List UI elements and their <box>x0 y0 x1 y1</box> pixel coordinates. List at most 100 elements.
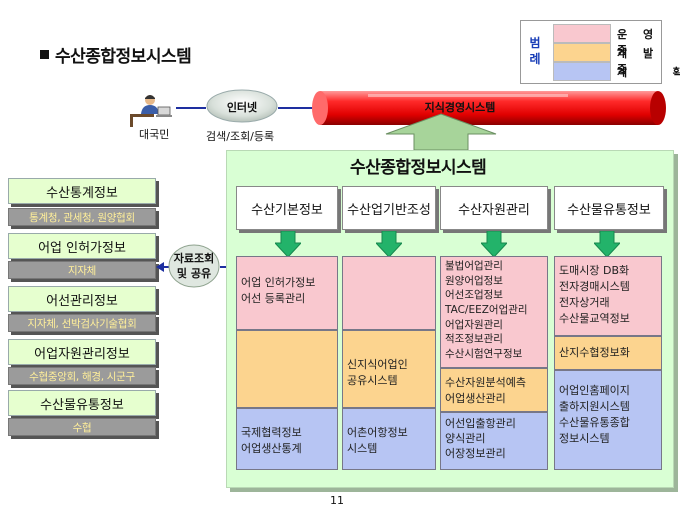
exchange-line-1: 자료조회 <box>173 252 215 265</box>
system-item: 전자경매시스템 <box>559 279 630 293</box>
column-header-text: 수산자원관리 <box>458 202 530 218</box>
connector-line <box>278 107 314 109</box>
left-system-org: 지자체, 선박검사기술협회 <box>8 314 156 332</box>
connector-line <box>158 266 170 268</box>
system-item: 수산물유통종합 <box>559 415 630 429</box>
left-system-stats: 수산통계정보 <box>8 178 156 204</box>
system-item: 산지수협정보화 <box>559 346 630 359</box>
left-system-org-text: 수협중앙회, 해경, 시군구 <box>29 370 135 383</box>
cell-developing: 산지수협정보화 <box>554 336 662 370</box>
cell-developing: 신지식어업인 공유시스템 <box>342 330 436 408</box>
left-system-vessel: 어선관리정보 <box>8 286 156 312</box>
cell-operating: 도매시장 DB화 전자경매시스템 전자상거래 수산물교역정보 <box>554 256 662 336</box>
legend-header-char-2: 례 <box>529 52 541 66</box>
system-item: 어업인홈페이지 <box>559 384 630 397</box>
left-system-org: 수협중앙회, 해경, 시군구 <box>8 367 156 385</box>
cell-operating: 어업 인허가정보 어선 등록관리 <box>236 256 338 330</box>
system-item: 도매시장 DB화 <box>559 264 630 277</box>
cell-planned: 어선입출항관리 양식관리 어장정보관리 <box>440 412 548 470</box>
system-item: 수산자원분석예측 <box>445 376 526 389</box>
bullet-square-icon <box>40 50 49 59</box>
left-system-org-text: 수협 <box>72 421 92 434</box>
cell-developing: 수산자원분석예측 어업생산관리 <box>440 368 548 412</box>
legend-swatch-developing <box>553 43 611 62</box>
left-system-org-text: 지자체 <box>67 264 97 277</box>
legend-swatch-operating <box>553 24 611 43</box>
exchange-line-2: 및 공유 <box>176 266 212 280</box>
citizen-label: 대국민 <box>139 128 170 141</box>
system-item: 어업생산통계 <box>241 441 302 455</box>
internet-label: 인터넷 <box>226 101 258 114</box>
arrow-left-icon <box>156 262 164 272</box>
system-item: 어업생산관리 <box>445 391 506 405</box>
system-item: 적조정보관리 <box>445 333 503 346</box>
down-arrow-icon <box>376 231 402 257</box>
internet-caption: 검색/조회/등록 <box>206 130 275 143</box>
column-header-resource: 수산자원관리 <box>440 186 548 230</box>
user-at-computer-icon <box>130 95 172 127</box>
column-header-basic: 수산기본정보 <box>236 186 338 230</box>
legend-label-planned: 계 획 <box>617 66 680 79</box>
exchange-label: 자료조회 및 공유 <box>168 252 220 282</box>
column-header-text: 수산업기반조성 <box>347 202 431 218</box>
system-item: 전자상거래 <box>559 295 610 309</box>
legend-label-operating: 운 영 중 <box>617 28 660 57</box>
system-item: 정보시스템 <box>559 431 610 445</box>
legend-header: 범 례 <box>525 25 545 79</box>
connector-line <box>176 107 206 109</box>
legend-header-char-1: 범 <box>529 36 541 51</box>
system-item: 신지식어업인 <box>347 358 408 371</box>
system-item: 어업자원관리 <box>445 318 503 331</box>
cell-planned: 어촌어항정보 시스템 <box>342 408 436 470</box>
system-item: 수산시험연구정보 <box>445 348 523 361</box>
down-arrow-icon <box>594 231 620 257</box>
left-system-org: 통계청, 관세청, 원양협회 <box>8 208 156 226</box>
kms-cylinder <box>312 91 666 125</box>
cell-planned: 어업인홈페이지 출하지원시스템 수산물유통종합 정보시스템 <box>554 370 662 470</box>
left-system-name: 수산물유통정보 <box>40 397 124 413</box>
left-system-license: 어업 인허가정보 <box>8 233 156 259</box>
system-item: 어촌어항정보 <box>347 426 408 439</box>
left-system-org-text: 통계청, 관세청, 원양협회 <box>29 211 135 224</box>
page-title: 수산종합정보시스템 <box>40 42 192 67</box>
left-system-distribution: 수산물유통정보 <box>8 390 156 416</box>
system-item: 어선조업정보 <box>445 289 503 302</box>
system-item: 원양어업정보 <box>445 274 503 287</box>
system-item: 어선입출항관리 <box>445 417 516 430</box>
page-number: 11 <box>330 494 344 507</box>
cell-developing <box>236 330 338 408</box>
left-system-org: 수협 <box>8 418 156 436</box>
left-system-org-text: 지자체, 선박검사기술협회 <box>27 317 137 330</box>
left-system-name: 어선관리정보 <box>46 293 118 309</box>
column-header-text: 수산기본정보 <box>251 202 323 218</box>
system-item: 양식관리 <box>445 431 486 445</box>
system-item: 수산물교역정보 <box>559 311 630 325</box>
left-system-name: 수산통계정보 <box>46 185 118 201</box>
left-system-resource: 어업자원관리정보 <box>8 339 156 365</box>
internet-ellipse <box>206 89 278 123</box>
system-item: 공유시스템 <box>347 373 398 387</box>
left-system-org: 지자체 <box>8 261 156 279</box>
system-item: 시스템 <box>347 441 378 455</box>
main-system-title: 수산종합정보시스템 <box>350 158 487 178</box>
down-arrow-icon <box>481 231 507 257</box>
system-item: 국제협력정보 <box>241 426 302 439</box>
system-item: 어선 등록관리 <box>241 291 306 305</box>
legend: 범 례 운 영 중 개 발 중 계 획 <box>520 20 680 84</box>
system-item: 불법어업관리 <box>445 260 503 272</box>
down-arrow-icon <box>275 231 301 257</box>
system-item: 어장정보관리 <box>445 446 506 460</box>
legend-label-developing: 개 발 중 <box>617 47 660 76</box>
column-header-infra: 수산업기반조성 <box>342 186 436 230</box>
system-item: 어업 인허가정보 <box>241 276 316 289</box>
up-arrow-icon <box>385 113 497 151</box>
system-item: TAC/EEZ어업관리 <box>445 304 528 317</box>
exchange-ellipse <box>168 244 220 288</box>
cell-planned: 국제협력정보 어업생산통계 <box>236 408 338 470</box>
system-item: 출하지원시스템 <box>559 399 630 413</box>
cell-operating <box>342 256 436 330</box>
column-header-text: 수산물유통정보 <box>567 202 651 218</box>
left-system-name: 어업 인허가정보 <box>38 240 126 256</box>
left-system-name: 어업자원관리정보 <box>34 346 130 362</box>
column-header-distribution: 수산물유통정보 <box>554 186 664 230</box>
